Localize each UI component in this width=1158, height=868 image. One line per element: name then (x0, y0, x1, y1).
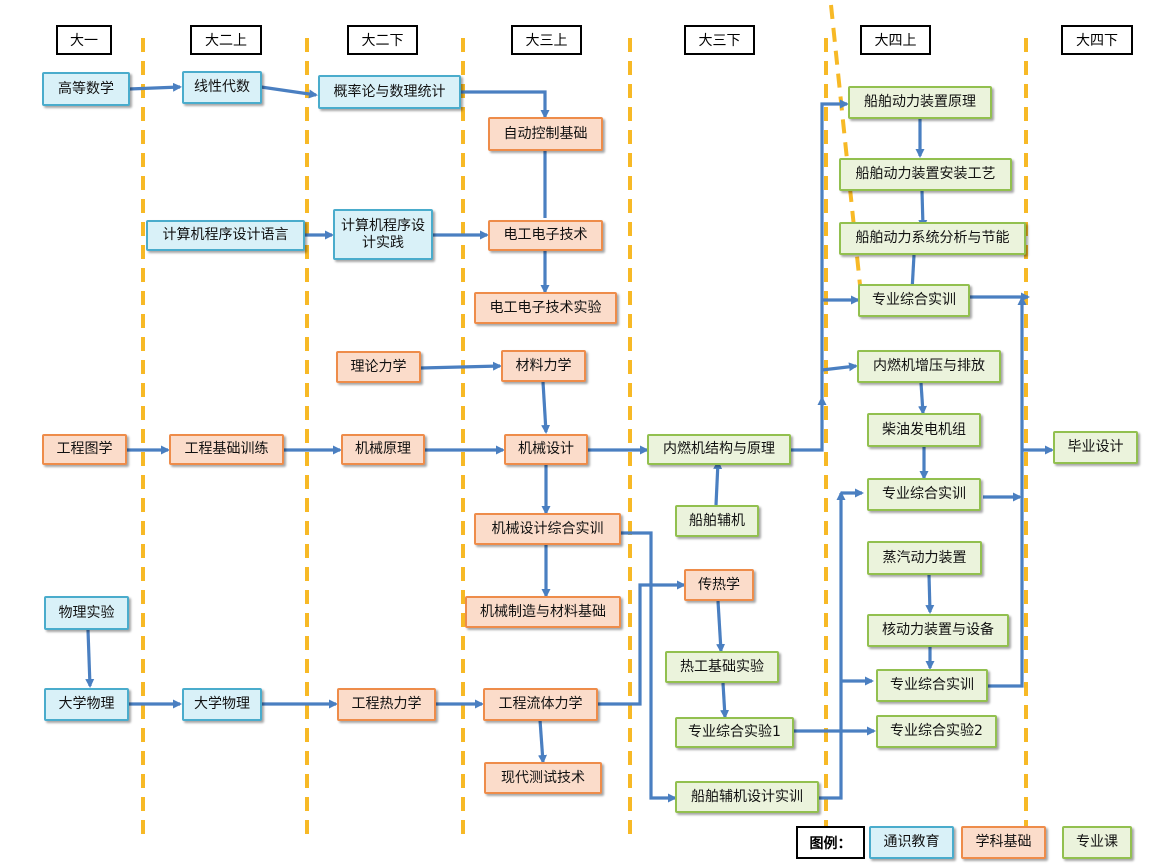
course-box: 概率论与数理统计 (318, 75, 461, 109)
legend-major: 专业课 (1062, 826, 1132, 859)
course-box: 机械设计 (504, 434, 588, 465)
course-box: 专业综合实验2 (876, 715, 997, 748)
arrow (918, 382, 928, 415)
course-box: 线性代数 (182, 71, 262, 104)
arrow (538, 719, 547, 764)
course-box: 机械制造与材料基础 (465, 596, 621, 628)
semester-header: 大二上 (190, 25, 262, 55)
legend-general: 通识教育 (869, 826, 954, 859)
course-box: 船舶动力装置原理 (848, 86, 992, 119)
course-box: 高等数学 (42, 72, 130, 106)
course-box: 传热学 (684, 569, 754, 601)
course-box: 自动控制基础 (488, 117, 603, 151)
course-box: 船舶辅机 (675, 505, 759, 537)
course-box: 专业综合实训 (858, 284, 970, 317)
course-box: 船舶辅机设计实训 (675, 781, 819, 813)
course-box: 理论力学 (336, 351, 421, 383)
course-box: 物理实验 (44, 596, 129, 630)
course-box: 蒸汽动力装置 (867, 541, 982, 575)
arrow (541, 381, 551, 434)
course-box: 电工电子技术实验 (474, 292, 617, 324)
course-box: 船舶动力装置安装工艺 (839, 158, 1012, 191)
course-box: 内燃机结构与原理 (647, 434, 791, 465)
legend-title: 图例： (796, 826, 865, 859)
course-box: 现代测试技术 (484, 762, 602, 794)
semester-header: 大三上 (511, 25, 582, 55)
course-box: 工程基础训练 (169, 434, 284, 465)
arrow (461, 90, 550, 119)
course-box: 计算机程序设计实践 (333, 209, 433, 260)
arrow (918, 190, 928, 229)
course-box: 专业综合实验1 (675, 717, 794, 748)
arrow (260, 85, 318, 99)
arrow (716, 600, 726, 653)
arrow (819, 491, 846, 800)
semester-header: 大一 (56, 25, 112, 55)
arrow (128, 82, 182, 92)
course-box: 工程流体力学 (483, 688, 598, 721)
course-box: 电工电子技术 (488, 220, 603, 251)
legend-discipline: 学科基础 (961, 826, 1046, 859)
arrow (791, 396, 827, 452)
course-box: 计算机程序设计语言 (146, 220, 305, 251)
course-box: 材料力学 (501, 350, 586, 382)
course-box: 大学物理 (44, 688, 129, 721)
arrow (598, 580, 686, 706)
course-box: 核动力装置与设备 (867, 614, 1009, 647)
arrow (988, 296, 1027, 688)
course-box: 工程图学 (42, 434, 127, 465)
course-box: 机械原理 (341, 434, 425, 465)
arrow (713, 460, 723, 506)
course-box: 内燃机增压与排放 (857, 350, 1001, 383)
course-box: 机械设计综合实训 (474, 513, 621, 545)
course-box: 专业综合实训 (876, 669, 988, 702)
course-box: 大学物理 (182, 688, 262, 721)
arrow (821, 362, 858, 372)
course-box: 柴油发电机组 (867, 413, 981, 447)
course-box: 工程热力学 (337, 688, 436, 721)
arrow (720, 682, 730, 719)
arrow (420, 361, 502, 371)
course-box: 专业综合实训 (867, 478, 981, 511)
arrow (925, 574, 935, 614)
prerequisite-arrows (85, 82, 1054, 803)
semester-header: 大三下 (684, 25, 755, 55)
semester-dividers (141, 4, 1028, 840)
semester-header: 大二下 (347, 25, 418, 55)
arrow (85, 629, 95, 688)
course-box: 热工基础实验 (665, 651, 779, 683)
semester-header: 大四下 (1061, 25, 1133, 55)
semester-header: 大四上 (860, 25, 931, 55)
course-box: 毕业设计 (1053, 431, 1138, 464)
course-box: 船舶动力系统分析与节能 (839, 222, 1026, 255)
arrow (621, 531, 677, 803)
